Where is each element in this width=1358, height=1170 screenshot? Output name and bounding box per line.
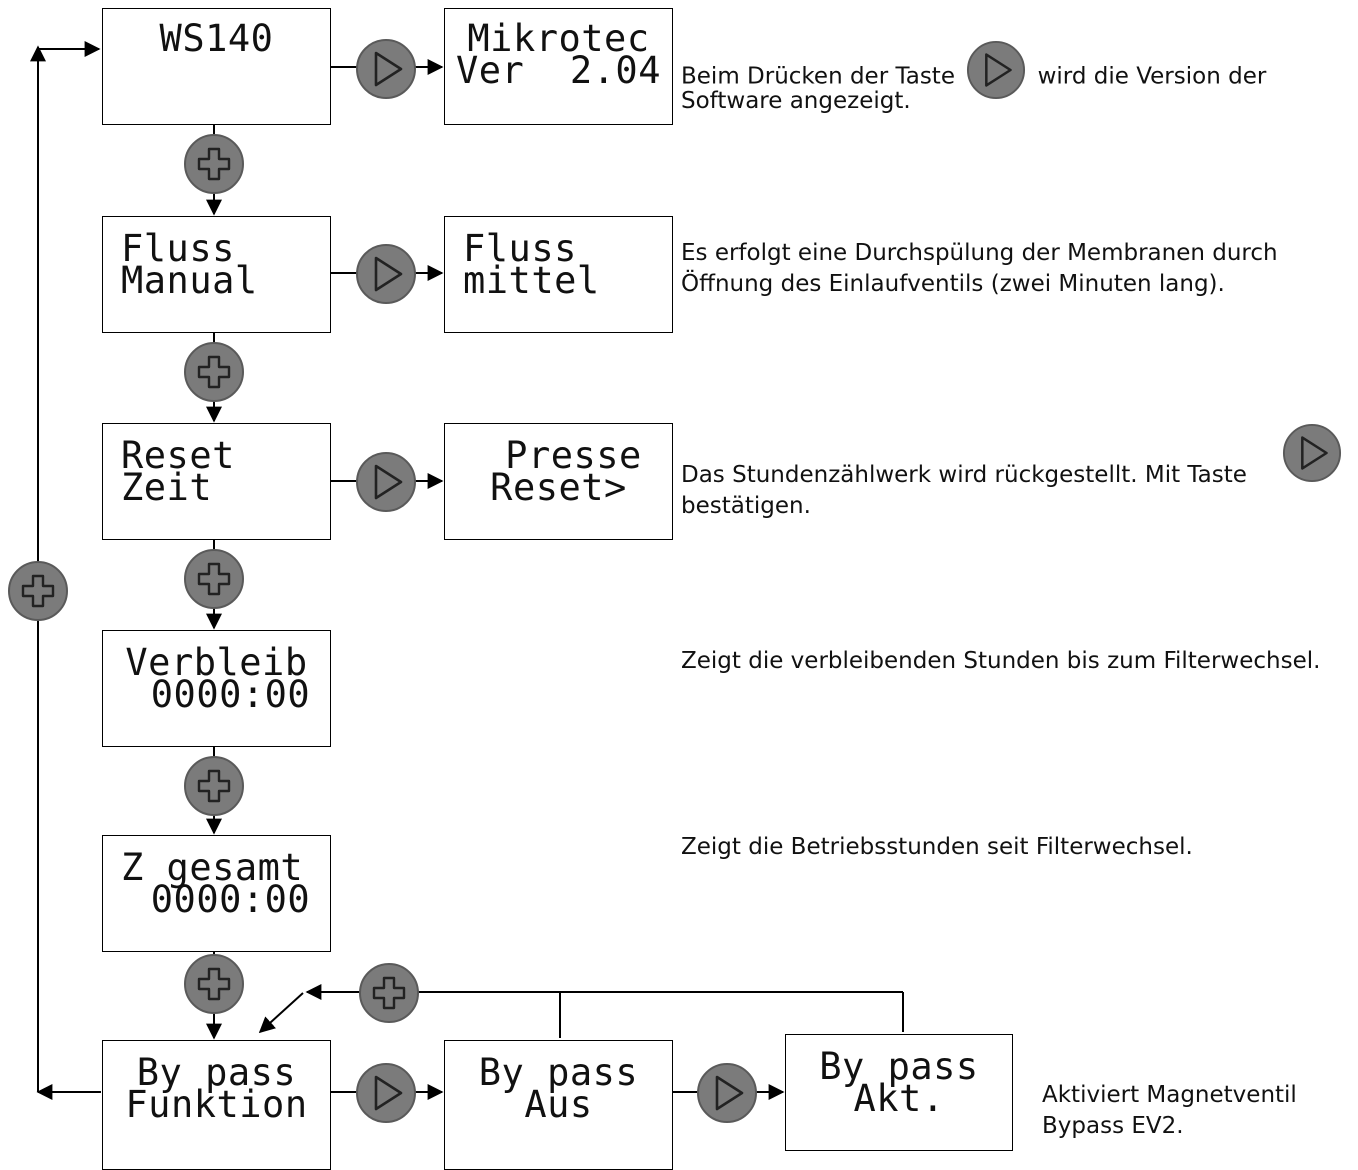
version-description: Beim Drücken der Taste wird die Version … [681, 40, 1267, 100]
screen-verbleib-line2: 0000:00 [150, 673, 311, 716]
plus-icon [184, 342, 244, 402]
screen-fluss-manual-line1: Fluss [121, 227, 235, 270]
screen-bypass-akt-line2: Akt. [853, 1077, 945, 1120]
screen-presse-reset-line2: Reset> [490, 466, 627, 509]
plus-button[interactable] [183, 953, 245, 1015]
play-icon [356, 39, 416, 99]
plus-icon [184, 756, 244, 816]
screen-version-line1: Mikrotec [467, 17, 650, 60]
screen-z-gesamt-line1: Z gesamt [121, 846, 304, 889]
screen-bypass-aus-line2: Aus [524, 1083, 593, 1126]
plus-icon [8, 561, 68, 621]
bypass-description-line1: Aktiviert Magnetventil [1042, 1082, 1297, 1108]
screen-bypass-akt-line1: By pass [819, 1045, 979, 1088]
play-button[interactable] [696, 1062, 758, 1124]
plus-button[interactable] [183, 548, 245, 610]
reset-description-line2: bestätigen. [681, 493, 811, 519]
screen-version: Mikrotec Ver 2.04 [444, 8, 673, 125]
play-button[interactable] [355, 451, 417, 513]
plus-button[interactable] [183, 341, 245, 403]
screen-reset-zeit-line1: Reset [121, 434, 235, 477]
play-button[interactable] [355, 38, 417, 100]
plus-icon [184, 549, 244, 609]
play-icon [356, 244, 416, 304]
play-icon [966, 40, 1026, 100]
screen-bypass-funktion-line2: Funktion [125, 1083, 308, 1126]
screen-reset-zeit: Reset Zeit [102, 423, 331, 540]
screen-fluss-manual: Fluss Manual [102, 216, 331, 333]
screen-fluss-manual-line2: Manual [121, 259, 258, 302]
plus-icon [184, 954, 244, 1014]
play-button[interactable] [355, 1062, 417, 1124]
screen-verbleib-line1: Verbleib [125, 641, 308, 684]
screen-fluss-mittel-line1: Fluss [463, 227, 577, 270]
flush-description-line2: Öffnung des Einlaufventils (zwei Minuten… [681, 271, 1225, 297]
screen-bypass-aus-line1: By pass [478, 1051, 639, 1094]
version-description-part2: wird die Version der [1037, 63, 1267, 90]
screen-bypass-funktion: By pass Funktion [102, 1040, 331, 1170]
version-description-line2: Software angezeigt. [681, 88, 911, 114]
remaining-description: Zeigt die verbleibenden Stunden bis zum … [681, 648, 1321, 674]
total-description: Zeigt die Betriebsstunden seit Filterwec… [681, 834, 1193, 860]
play-icon [697, 1063, 757, 1123]
plus-icon [359, 963, 419, 1023]
screen-ws140: WS140 [102, 8, 331, 125]
reset-description-line1: Das Stundenzählwerk wird rückgestellt. M… [681, 462, 1247, 488]
play-icon [1282, 423, 1342, 483]
screen-z-gesamt: Z gesamt 0000:00 [102, 835, 331, 952]
screen-ws140-line1: WS140 [159, 17, 274, 60]
play-button[interactable] [355, 243, 417, 305]
version-description-part1: Beim Drücken der Taste [681, 63, 955, 90]
play-icon [356, 452, 416, 512]
screen-reset-zeit-line2: Zeit [121, 466, 213, 509]
screen-verbleib: Verbleib 0000:00 [102, 630, 331, 747]
screen-presse-reset-line1: Presse [505, 434, 642, 477]
plus-button[interactable] [183, 133, 245, 195]
plus-icon [184, 134, 244, 194]
screen-fluss-mittel: Fluss mittel [444, 216, 673, 333]
screen-z-gesamt-line2: 0000:00 [150, 878, 311, 921]
screen-presse-reset: Presse Reset> [444, 423, 673, 540]
screen-version-line2: Ver 2.04 [456, 49, 661, 92]
screen-fluss-mittel-line2: mittel [463, 259, 600, 302]
screen-bypass-aus: By pass Aus [444, 1040, 673, 1170]
plus-button-bypass-loop[interactable] [358, 962, 420, 1024]
screen-bypass-akt: By pass Akt. [785, 1034, 1013, 1151]
bypass-description-line2: Bypass EV2. [1042, 1113, 1184, 1139]
plus-button-loop[interactable] [7, 560, 69, 622]
plus-button[interactable] [183, 755, 245, 817]
flush-description-line1: Es erfolgt eine Durchspülung der Membran… [681, 240, 1278, 266]
screen-bypass-funktion-line1: By pass [136, 1051, 297, 1094]
play-icon [356, 1063, 416, 1123]
